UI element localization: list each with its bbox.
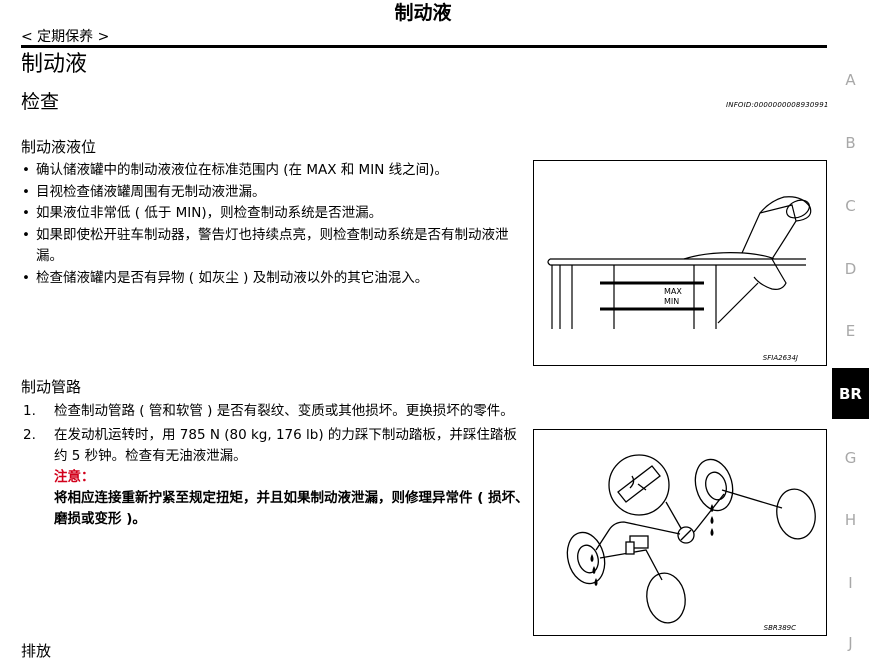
side-index-c[interactable]: C	[845, 197, 856, 215]
side-index-j[interactable]: J	[848, 634, 853, 652]
caution-text: 将相应连接重新拧紧至规定扭矩，并且如果制动液泄漏，则修理异常件 ( 损坏、磨损或…	[54, 490, 529, 527]
page-title: 制动液	[394, 2, 452, 24]
fluid-level-list: 确认储液罐中的制动液液位在标准范围内 (在 MAX 和 MIN 线之间)。 目视…	[21, 160, 531, 289]
step-item: 2. 在发动机运转时，用 785 N (80 kg, 176 lb) 的力踩下制…	[21, 425, 529, 530]
side-index-g[interactable]: G	[844, 449, 857, 467]
figure-code: SBR389C	[763, 624, 796, 632]
header-rule	[21, 45, 827, 48]
brake-system-figure: SBR389C	[533, 429, 827, 636]
side-index-b[interactable]: B	[845, 134, 856, 152]
next-section-heading: 排放	[21, 642, 52, 660]
list-item: 目视检查储液罐周围有无制动液泄漏。	[21, 182, 531, 204]
breadcrumb[interactable]: < 定期保养 >	[21, 29, 110, 45]
step-number: 2.	[23, 427, 36, 443]
brake-line-heading: 制动管路	[21, 378, 82, 396]
side-index-a[interactable]: A	[845, 71, 856, 89]
reservoir-figure: MAX MIN SFIA2634J	[533, 160, 827, 366]
list-item: 如果液位非常低 ( 低于 MIN)，则检查制动系统是否泄漏。	[21, 203, 531, 225]
side-index-h[interactable]: H	[844, 511, 857, 529]
section-subtitle: 检查	[21, 91, 60, 113]
side-index-d[interactable]: D	[844, 260, 857, 278]
fluid-level-heading: 制动液液位	[21, 138, 97, 156]
section-title: 制动液	[21, 52, 88, 77]
brake-line-steps: 1. 检查制动管路 ( 管和软管 ) 是否有裂纹、变质或其他损坏。更换损坏的零件…	[21, 401, 529, 533]
reservoir-illustration: MAX MIN	[547, 196, 812, 329]
side-index-br-active[interactable]: BR	[832, 368, 869, 419]
list-item: 确认储液罐中的制动液液位在标准范围内 (在 MAX 和 MIN 线之间)。	[21, 160, 531, 182]
list-item: 如果即使松开驻车制动器，警告灯也持续点亮，则检查制动系统是否有制动液泄漏。	[21, 225, 531, 268]
caution-label: 注意：	[54, 469, 95, 485]
info-id: INFOID:0000000008930991	[726, 101, 829, 109]
step-number: 1.	[23, 403, 36, 419]
figure-code: SFIA2634J	[762, 354, 798, 362]
brake-system-illustration	[566, 454, 816, 624]
step-text: 检查制动管路 ( 管和软管 ) 是否有裂纹、变质或其他损坏。更换损坏的零件。	[54, 403, 514, 419]
side-index-i[interactable]: I	[848, 574, 853, 592]
side-index-e[interactable]: E	[845, 322, 856, 340]
max-label: MAX	[664, 287, 682, 296]
step-text: 在发动机运转时，用 785 N (80 kg, 176 lb) 的力踩下制动踏板…	[54, 427, 517, 464]
list-item: 检查储液罐内是否有异物 ( 如灰尘 ) 及制动液以外的其它油混入。	[21, 268, 531, 290]
min-label: MIN	[664, 297, 679, 306]
step-item: 1. 检查制动管路 ( 管和软管 ) 是否有裂纹、变质或其他损坏。更换损坏的零件…	[21, 401, 529, 422]
